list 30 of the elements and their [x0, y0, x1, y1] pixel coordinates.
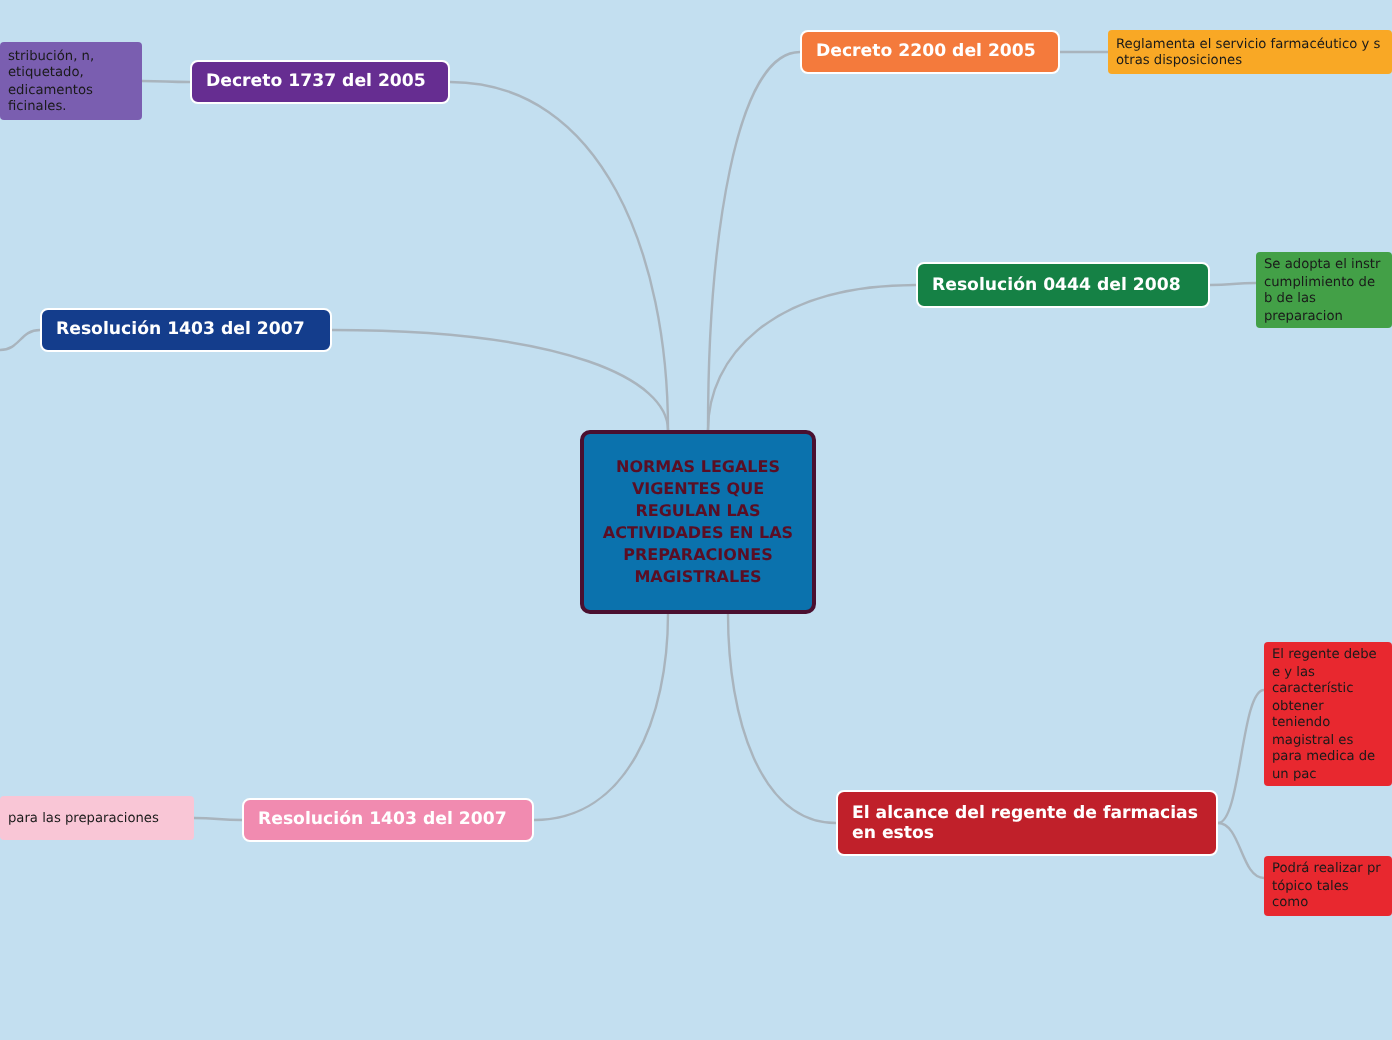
note-box	[1264, 856, 1392, 915]
connector-line	[1217, 821, 1265, 880]
connector-line	[142, 79, 190, 84]
note-box	[1264, 642, 1392, 786]
topic-box	[836, 790, 1218, 856]
connector-line	[194, 816, 242, 822]
node-text: El alcance del regente de farmacias en estos	[852, 803, 1200, 843]
note-box	[1108, 30, 1392, 74]
node-text: Decreto 2200 del 2005	[816, 42, 1036, 62]
connector-line	[726, 613, 837, 825]
connector-line	[331, 328, 670, 431]
topic-box	[242, 798, 534, 842]
note-box	[0, 42, 142, 120]
topic-box	[800, 30, 1060, 74]
node-text: Decreto 1737 del 2005	[206, 72, 426, 92]
note-box	[0, 796, 194, 840]
connector-line	[533, 613, 670, 822]
node-text: Resolución 1403 del 2007	[56, 320, 305, 340]
connector-line	[1060, 50, 1108, 54]
node-text: Resolución 0444 del 2008	[932, 275, 1181, 295]
central-topic-box	[580, 430, 816, 614]
topic-box	[916, 262, 1210, 308]
topic-box	[190, 60, 450, 104]
connector-line	[0, 328, 41, 352]
node-text: Resolución 1403 del 2007	[258, 810, 507, 830]
node-text: NORMAS LEGALES VIGENTES QUE REGULAN LAS ACTIVIDADES EN LAS PREPARACIONES MAGISTRALES	[600, 456, 796, 588]
connector-line	[706, 283, 917, 431]
connector-line	[1210, 281, 1256, 287]
topic-box	[40, 308, 332, 352]
connector-line	[1217, 688, 1265, 825]
